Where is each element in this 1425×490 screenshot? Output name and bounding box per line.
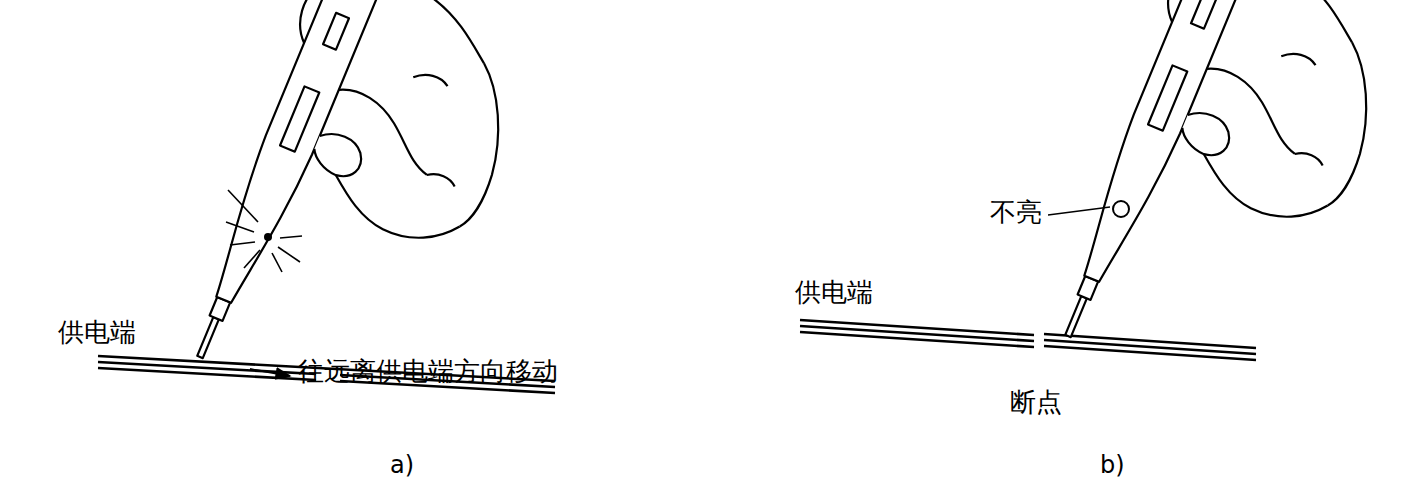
panel-label: a) — [390, 452, 414, 478]
direction-note: 往远离供电端方向移动 — [298, 357, 558, 386]
break-label: 断点 — [1010, 388, 1062, 417]
callout-label: 不亮 — [990, 198, 1042, 227]
panel-label: b) — [1100, 452, 1125, 478]
neon-lamp — [264, 233, 272, 241]
terminal-label: 供电端 — [795, 278, 873, 307]
terminal-label: 供电端 — [58, 318, 136, 347]
glow-rays — [226, 190, 302, 272]
wire — [800, 320, 1256, 360]
neon-lamp-off — [1113, 201, 1129, 217]
direction-arrow — [250, 369, 290, 376]
test-pen — [1032, 0, 1415, 413]
leader-line — [1048, 207, 1110, 215]
